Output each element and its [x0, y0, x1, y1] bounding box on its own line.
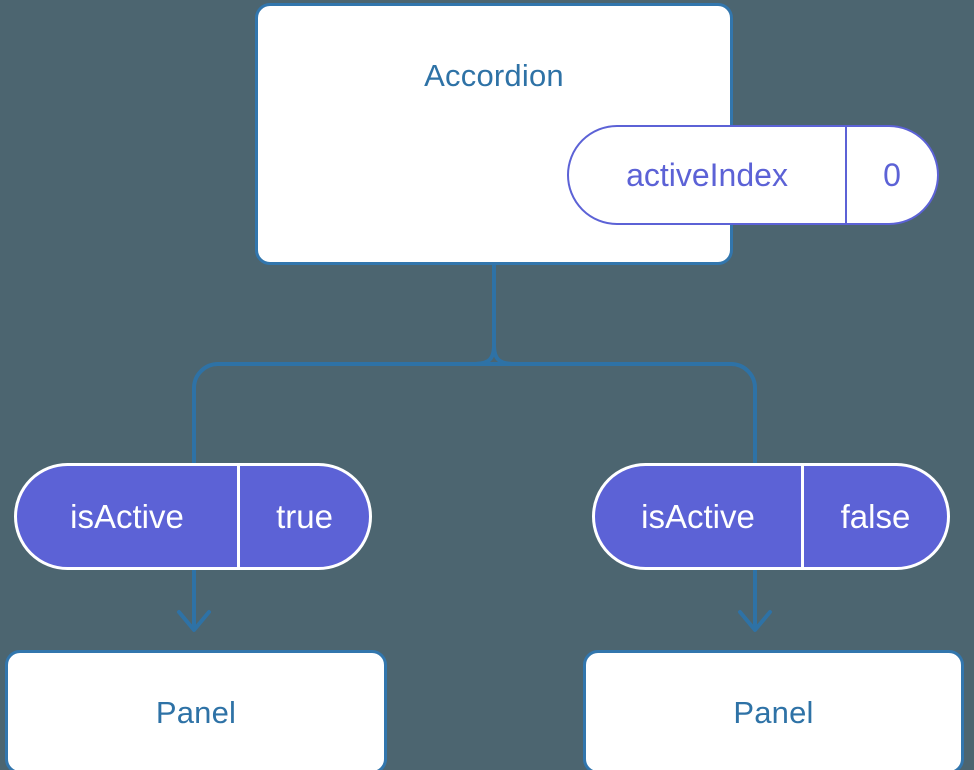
prop-pill-isactive-true[interactable]: isActive true: [14, 463, 372, 570]
state-pill-activeindex[interactable]: activeIndex 0: [567, 125, 939, 225]
component-title-panel-right: Panel: [733, 695, 814, 730]
prop-key-isactive-right: isActive: [641, 497, 755, 535]
connector-root-stem: [492, 265, 516, 366]
component-title-panel-left: Panel: [155, 695, 237, 730]
connector-branch-left: [192, 362, 494, 470]
connector-root-stem-mirror: [472, 265, 496, 366]
arrow-head-right: [738, 610, 772, 632]
prop-key-isactive-left: isActive: [70, 497, 184, 535]
arrow-head-left: [177, 610, 211, 632]
prop-pill-isactive-false[interactable]: isActive false: [592, 463, 950, 570]
connector-branch-right: [494, 362, 757, 470]
prop-value-isactive-right: false: [801, 466, 947, 567]
component-card-panel-left[interactable]: Panel: [5, 650, 387, 770]
state-value-activeindex: 0: [845, 127, 937, 223]
state-key-activeindex: activeIndex: [626, 156, 788, 193]
prop-value-isactive-left: true: [237, 466, 369, 567]
component-title-accordion: Accordion: [424, 58, 564, 93]
component-card-accordion[interactable]: Accordion activeIndex 0: [255, 3, 939, 265]
component-card-panel-right[interactable]: Panel: [583, 650, 964, 770]
